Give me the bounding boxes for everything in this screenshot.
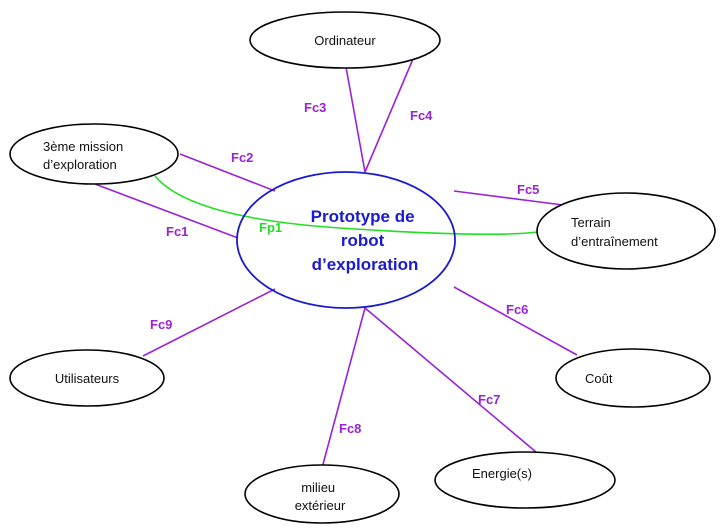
connections [94, 58, 578, 469]
svg-text:Utilisateurs: Utilisateurs [55, 371, 120, 386]
node-milieu-label-line2: extérieur [295, 498, 346, 513]
link-fc3 [345, 66, 366, 173]
svg-text:Ordinateur: Ordinateur [314, 33, 376, 48]
link-fc1 [94, 183, 239, 239]
node-milieu: milieu extérieur [244, 464, 400, 524]
label-fc7: Fc7 [478, 392, 500, 407]
link-fc2 [179, 153, 276, 192]
label-fc3: Fc3 [304, 100, 326, 115]
node-ordinateur: Ordinateur [249, 11, 441, 69]
svg-text:3ème mission d’explorati: 3ème mission d’exploration [43, 139, 127, 172]
node-cout-shape [555, 348, 711, 408]
link-fc7 [364, 307, 537, 453]
svg-text:Prototype de robot: Prototype de robot d’exploration [311, 207, 420, 274]
center-label-line1: Prototype de [311, 207, 415, 226]
link-fp1 [154, 175, 539, 236]
node-mission-label-line1: 3ème mission [43, 139, 123, 154]
svg-text:Terrain d’entraînement: Terrain d’entraînement [571, 215, 658, 249]
node-cout-label: Coût [585, 371, 613, 386]
node-terrain-label-line1: Terrain [571, 215, 611, 230]
node-mission: 3ème mission d’exploration [9, 123, 179, 185]
node-mission-shape [9, 123, 179, 185]
svg-text:Energie(s): Energie(s) [472, 466, 532, 481]
svg-text:milieu extérieur: milieu extérieur [295, 480, 346, 513]
label-fc5: Fc5 [517, 182, 539, 197]
node-terrain: Terrain d’entraînement [536, 192, 716, 270]
node-utilisateurs: Utilisateurs [9, 349, 165, 407]
center-system: Prototype de robot d’exploration [236, 171, 456, 309]
label-fc9: Fc9 [150, 317, 172, 332]
node-ordinateur-shape [249, 11, 441, 69]
label-fc1: Fc1 [166, 224, 188, 239]
node-terrain-shape [536, 192, 716, 270]
link-fc4 [364, 58, 414, 173]
node-energie: Energie(s) [434, 451, 616, 509]
node-terrain-label-line2: d’entraînement [571, 234, 658, 249]
node-energie-shape [434, 451, 616, 509]
node-energie-label: Energie(s) [472, 466, 532, 481]
link-fc5 [453, 190, 564, 206]
link-fc8 [321, 307, 366, 469]
label-fc6: Fc6 [506, 302, 528, 317]
center-label-line3: d’exploration [312, 255, 419, 274]
node-milieu-label-line1: milieu [301, 480, 335, 495]
svg-text:Coût: Coût [585, 371, 613, 386]
link-fc6 [453, 286, 578, 356]
node-ordinateur-label: Ordinateur [314, 33, 376, 48]
center-label-line2: robot [341, 231, 385, 250]
relation-labels: Fc1 Fc2 Fc3 Fc4 Fc5 Fc6 Fc7 Fc8 Fc9 Fp1 [150, 100, 539, 436]
node-cout: Coût [555, 348, 711, 408]
label-fc4: Fc4 [410, 108, 433, 123]
node-utilisateurs-label: Utilisateurs [55, 371, 120, 386]
label-fp1: Fp1 [259, 220, 282, 235]
link-fc9 [142, 288, 276, 357]
label-fc2: Fc2 [231, 150, 253, 165]
node-utilisateurs-shape [9, 349, 165, 407]
label-fc8: Fc8 [339, 421, 361, 436]
center-system-shape [236, 171, 456, 309]
node-mission-label-line2: d’exploration [43, 157, 117, 172]
node-milieu-shape [244, 464, 400, 524]
